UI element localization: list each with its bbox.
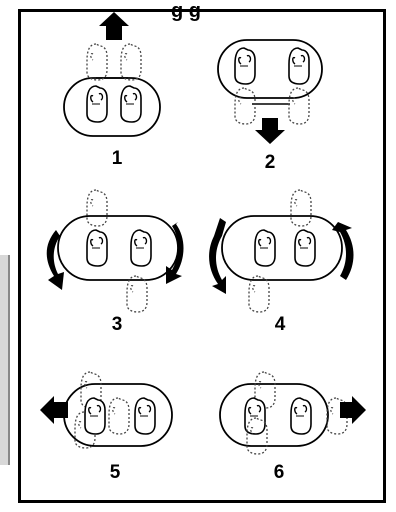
step-number: 4 — [274, 314, 286, 335]
down-arrow-icon — [255, 118, 285, 144]
step-number: 3 — [111, 314, 123, 335]
diagram-frame: g g — [18, 0, 386, 503]
up-arrow-icon — [99, 12, 129, 40]
step-4-figure — [209, 189, 354, 313]
step-1-figure — [63, 12, 161, 137]
header-title-fragment: g g — [171, 0, 201, 22]
rotate-left-arrow-icon — [46, 230, 64, 290]
rotate-left-arrow-icon — [209, 218, 226, 294]
right-arrow-icon — [340, 396, 366, 424]
left-arrow-icon — [40, 396, 68, 424]
step-number: 1 — [111, 148, 123, 169]
step-number: 2 — [264, 152, 276, 173]
step-3-figure — [46, 189, 184, 313]
rotate-right-arrow-icon — [332, 222, 354, 280]
step-6-figure — [219, 371, 366, 455]
rotate-right-arrow-icon — [166, 222, 184, 284]
step-5-figure — [40, 371, 173, 449]
step-2-figure — [217, 39, 323, 144]
page-edge-mark — [0, 255, 10, 465]
step-number: 6 — [273, 462, 285, 483]
step-number: 5 — [109, 462, 121, 483]
